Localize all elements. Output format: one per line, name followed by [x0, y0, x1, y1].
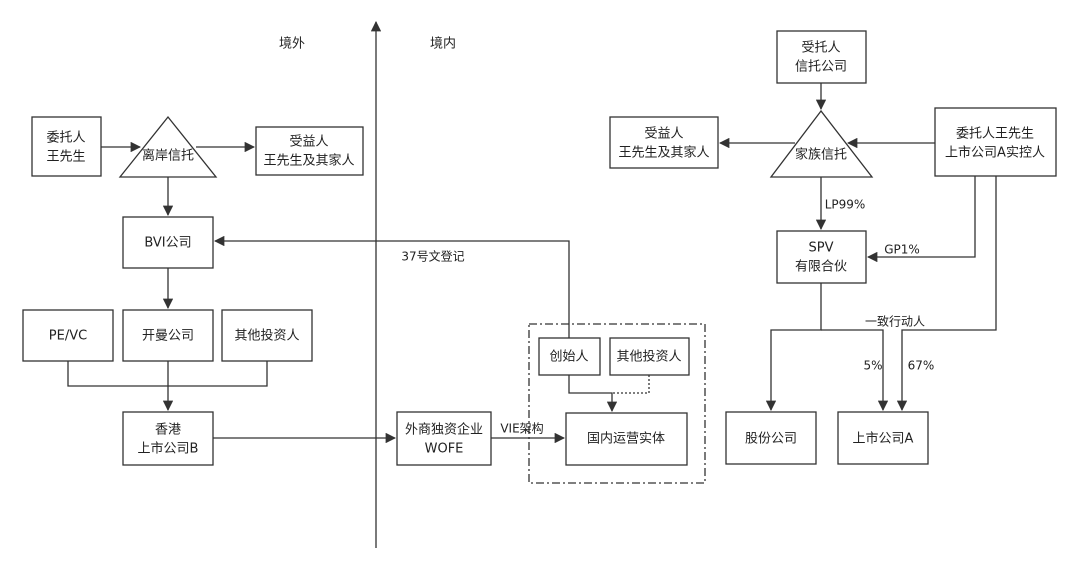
- domestic-group-boundary: [528, 323, 706, 484]
- trustee-line1: 受托人: [801, 41, 840, 56]
- edge-investors2-to-domestic: [612, 375, 650, 394]
- other-investors-2-box: [609, 337, 690, 376]
- beneficiary-left-line2: 王先生及其家人: [263, 153, 354, 169]
- joint-stock-company-box: [725, 411, 817, 465]
- pe-vc-box: [22, 309, 114, 362]
- listed-company-a-label: 上市公司A: [853, 431, 914, 447]
- beneficiary-left-line1: 受益人: [289, 135, 328, 150]
- share-5-label: 5%: [863, 359, 882, 373]
- other-investors-label: 其他投资人: [234, 328, 299, 344]
- edge-settlor-to-spv-gp: [866, 176, 976, 263]
- hk-listed-company-box: [122, 411, 214, 466]
- founder-box: [538, 337, 601, 376]
- vie-label: VIE架构: [500, 421, 543, 436]
- offshore-label: 境外: [279, 37, 305, 52]
- edge-founder-to-bvi: [213, 235, 570, 338]
- family-trust-label: 家族信托: [795, 147, 847, 163]
- listed-company-a-box: [837, 411, 929, 465]
- settlor-left-line2: 王先生: [46, 150, 85, 165]
- wofe-line1: 外商独资企业: [405, 422, 483, 438]
- founder-label: 创始人: [549, 350, 588, 365]
- settlor-left-line1: 委托人: [46, 131, 85, 146]
- spv-line2: 有限合伙: [795, 260, 847, 275]
- bvi-company-box: [122, 216, 214, 269]
- spv-box: [776, 230, 867, 284]
- hk-listed-line1: 香港: [155, 423, 181, 438]
- other-investors-2-label: 其他投资人: [616, 349, 681, 365]
- trustee-box: [776, 30, 867, 84]
- beneficiary-box-right: [609, 116, 719, 169]
- lp-share-label: LP99%: [825, 198, 866, 212]
- edge-spv-to-listed-a: [821, 329, 889, 412]
- settlor-right-line2: 上市公司A实控人: [945, 145, 1045, 161]
- spv-line1: SPV: [809, 241, 834, 256]
- domestic-entity-label: 国内运营实体: [587, 431, 665, 447]
- joint-stock-company-label: 股份公司: [745, 432, 797, 447]
- concert-party-label: 一致行动人: [865, 315, 925, 329]
- domestic-entity-box: [565, 412, 688, 466]
- beneficiary-right-line2: 王先生及其家人: [618, 145, 709, 161]
- beneficiary-right-line1: 受益人: [644, 127, 683, 142]
- edge-settlor-to-listed-a: [896, 176, 997, 412]
- settlor-right-line1: 委托人王先生: [956, 127, 1034, 142]
- share-67-label: 67%: [908, 359, 935, 373]
- pe-vc-label: PE/VC: [49, 329, 87, 344]
- beneficiary-box-left: [255, 126, 364, 176]
- bvi-company-label: BVI公司: [144, 236, 191, 251]
- settlor-box-left: [31, 116, 102, 177]
- offshore-trust-label: 离岸信托: [142, 148, 194, 164]
- onshore-label: 境内: [430, 36, 456, 52]
- wofe-line2: WOFE: [425, 442, 464, 457]
- edge-spv-to-joint-stock: [765, 283, 822, 412]
- wofe-box: [396, 411, 492, 466]
- gp-share-label: GP1%: [884, 243, 920, 257]
- hk-listed-line2: 上市公司B: [138, 441, 199, 457]
- family-trust-triangle: [769, 109, 874, 178]
- cayman-company-label: 开曼公司: [142, 329, 194, 344]
- circular37-label: 37号文登记: [401, 249, 464, 264]
- edge-founder-to-domestic: [568, 375, 618, 413]
- trustee-line2: 信托公司: [795, 60, 847, 75]
- settlor-box-right: [934, 107, 1057, 177]
